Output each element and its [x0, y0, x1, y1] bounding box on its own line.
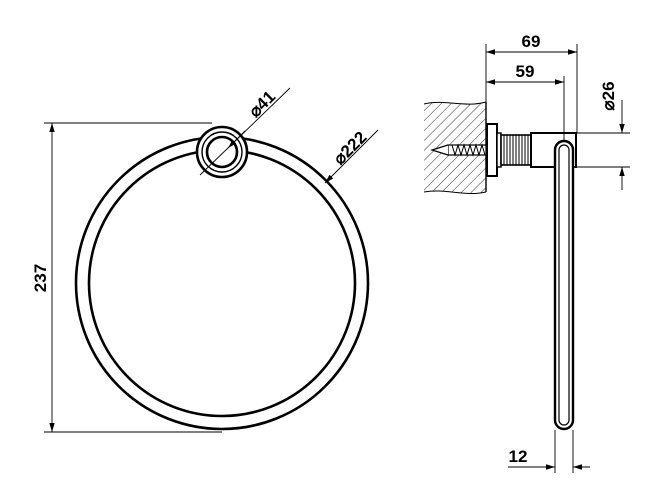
height-label: 237: [31, 264, 50, 292]
mounting-flange: [486, 123, 502, 177]
mount-diameter-label: ⌀41: [245, 87, 279, 121]
ring-inner: [87, 148, 357, 418]
overall-depth-label: 69: [522, 32, 541, 51]
height-dimension: 237: [31, 122, 222, 433]
tube-diameter-label: ⌀26: [599, 81, 618, 110]
rod-thickness-label: 12: [509, 447, 528, 466]
rod-thickness-dimension: 12: [508, 430, 590, 473]
wall-mount-rosette: [195, 125, 249, 179]
side-view: 69 59 ⌀26 12: [423, 32, 630, 473]
front-view: 237 ⌀41 ⌀222: [31, 87, 379, 433]
threaded-body: [500, 134, 532, 166]
tube-diameter-dimension: ⌀26: [577, 81, 630, 190]
inner-depth-label: 59: [516, 62, 535, 81]
ring-diameter-dimension: ⌀222: [324, 128, 379, 184]
ring-diameter-label: ⌀222: [330, 128, 371, 169]
ring-rod-side: [553, 139, 575, 431]
inner-depth-dimension: 59: [486, 62, 565, 142]
overall-depth-dimension: 69: [485, 32, 578, 133]
ring-outer: [74, 135, 370, 431]
